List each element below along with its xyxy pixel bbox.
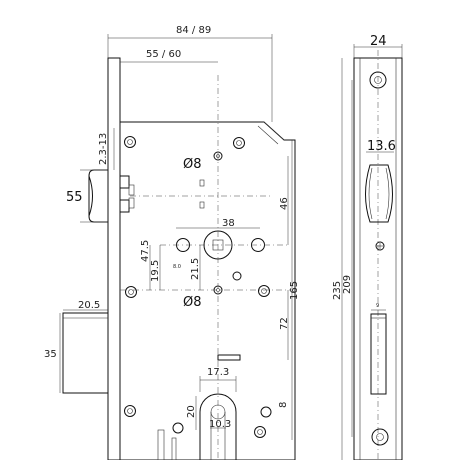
dim-209: 209 (342, 275, 353, 294)
dim-20: 20 (186, 405, 197, 418)
dim-10-3: 10.3 (209, 419, 231, 430)
dim-235: 235 (332, 281, 343, 300)
side-dimension-lines (341, 44, 403, 460)
dim-2-3-13: 2.3-13 (98, 133, 109, 165)
label-dia-8-bottom: Ø8 (183, 295, 202, 310)
case-screw-bottom (254, 426, 266, 438)
side-screw-top (369, 71, 387, 89)
dim-46: 46 (279, 197, 290, 210)
faceplate-front (107, 57, 121, 460)
cylinder-tab (217, 354, 241, 361)
side-view: 24 13.6 235 209 9 (332, 34, 403, 460)
case-screw-left-low (124, 405, 136, 417)
cylinder-screw-left (172, 422, 184, 434)
cylinder-cutout (199, 393, 237, 460)
dim-55: 55 (66, 190, 83, 205)
faceplate-side (353, 57, 403, 460)
dead-bolt (62, 312, 109, 394)
dim-19-5: 19.5 (150, 260, 161, 282)
side-screw-bottom (371, 428, 389, 446)
dim-35: 35 (44, 349, 57, 360)
front-view: 84 / 89 55 / 60 2.3-13 55 Ø8 Ø8 46 38 47… (44, 25, 300, 460)
side-latch-opening (365, 164, 393, 223)
dim-8-0: 8.0 (173, 264, 181, 270)
case-screw-right-top (233, 137, 245, 149)
dim-24: 24 (370, 34, 387, 49)
dim-8: 8 (278, 402, 289, 408)
latch-tab (119, 175, 130, 189)
dim-13-6: 13.6 (367, 139, 396, 154)
dim-47-5: 47.5 (140, 240, 151, 262)
dim-38: 38 (222, 218, 235, 229)
side-screw-mid (375, 241, 385, 251)
dim-84-89: 84 / 89 (176, 25, 211, 36)
dim-72: 72 (279, 317, 290, 330)
latch-bolt (88, 169, 109, 223)
dim-55-60: 55 / 60 (146, 49, 181, 60)
dim-17-3: 17.3 (207, 367, 229, 378)
dim-20-5: 20.5 (78, 300, 100, 311)
side-bolt-opening (370, 313, 387, 395)
case-screw-right-mid (258, 285, 270, 297)
dim-165: 165 (289, 281, 300, 300)
case-screw-left-mid (125, 286, 137, 298)
lock-case (120, 121, 296, 460)
case-screw-top (124, 136, 136, 148)
small-hole (232, 271, 242, 281)
dim-9: 9 (376, 303, 379, 309)
label-dia-8-top: Ø8 (183, 157, 202, 172)
dimension-lines (59, 34, 293, 440)
dim-21-5: 21.5 (190, 258, 201, 280)
